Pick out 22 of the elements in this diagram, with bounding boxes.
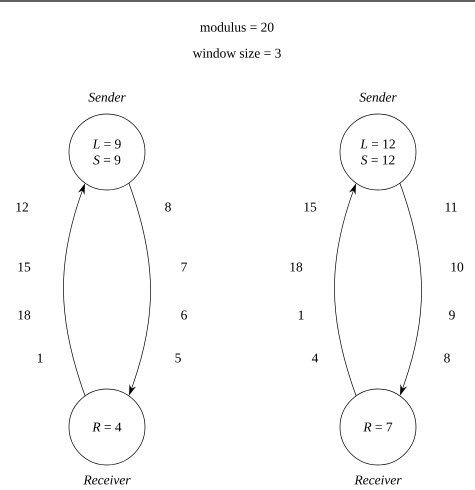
sequence-number: 7 bbox=[182, 262, 187, 272]
node-label: Sender bbox=[359, 92, 397, 102]
sequence-number: 10 bbox=[451, 262, 464, 272]
sequence-number: 18 bbox=[18, 310, 30, 320]
sequence-number: 12 bbox=[16, 202, 28, 212]
sequence-number: 11 bbox=[446, 202, 457, 212]
sequence-number: 9 bbox=[449, 310, 455, 320]
sequence-number: 6 bbox=[181, 310, 187, 320]
node-label: Sender bbox=[88, 92, 126, 102]
sequence-number: 15 bbox=[18, 262, 30, 272]
node-label: Receiver bbox=[83, 475, 131, 484]
node-label: Receiver bbox=[354, 475, 402, 484]
sequence-number: 1 bbox=[298, 310, 304, 320]
sequence-number: 4 bbox=[312, 354, 318, 362]
sequence-number: 15 bbox=[304, 202, 316, 212]
sequence-number: 1 bbox=[38, 354, 43, 362]
sequence-number: 18 bbox=[290, 262, 302, 272]
sequence-number: 8 bbox=[165, 202, 171, 212]
sequence-number: 5 bbox=[175, 354, 181, 362]
heading-line: window size = 3 bbox=[192, 48, 281, 58]
heading-line: modulus = 20 bbox=[200, 22, 274, 32]
sequence-number: 8 bbox=[444, 353, 450, 363]
